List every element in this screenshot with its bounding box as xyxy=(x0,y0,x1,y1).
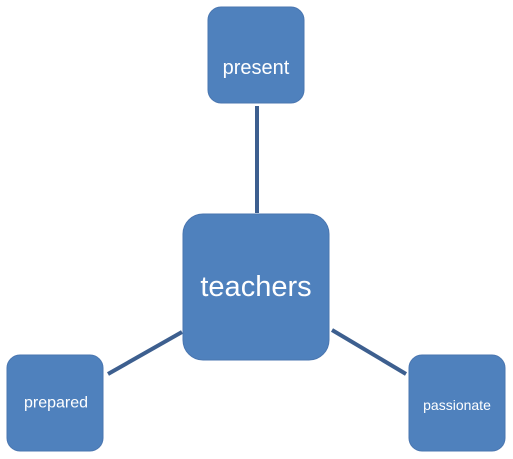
node-teachers-label: teachers xyxy=(200,271,311,303)
node-present: present xyxy=(207,6,305,104)
node-teachers: teachers xyxy=(182,213,330,361)
node-prepared: prepared xyxy=(6,354,104,452)
node-passionate-label: passionate xyxy=(423,397,491,413)
node-passionate-box xyxy=(408,354,506,452)
node-present-box xyxy=(207,6,305,104)
connector-center-to-bottom-right xyxy=(330,328,408,376)
node-prepared-box xyxy=(6,354,104,452)
node-present-label: present xyxy=(223,57,290,79)
connector-center-to-bottom-left xyxy=(107,330,183,376)
node-teachers-box xyxy=(182,213,330,361)
node-passionate: passionate xyxy=(408,354,506,452)
node-prepared-label: prepared xyxy=(24,395,88,412)
